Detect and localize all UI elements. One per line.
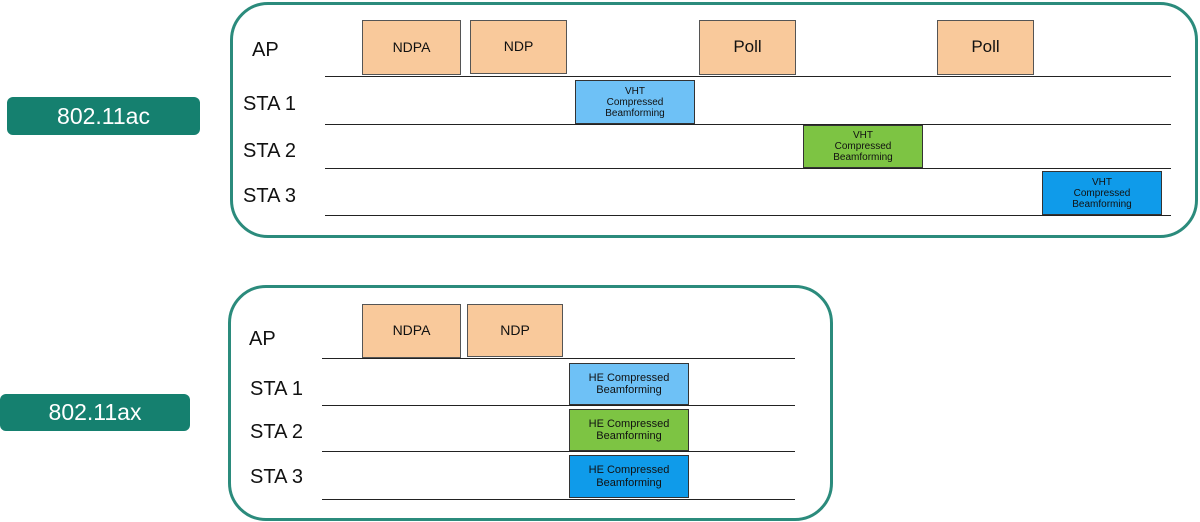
standard-tag-80211ac: 802.11ac <box>7 97 200 135</box>
row-label-sta3: STA 3 <box>243 185 296 207</box>
standard-tag-80211ax: 802.11ax <box>0 394 190 431</box>
poll-frame: Poll <box>937 20 1034 75</box>
timeline-sta2 <box>325 168 1171 169</box>
timeline-sta1 <box>325 124 1171 125</box>
he-compressed-beamforming-frame-sta2: HE Compressed Beamforming <box>569 409 689 451</box>
timeline-sta3 <box>322 499 795 500</box>
row-label-sta3: STA 3 <box>250 466 303 488</box>
timeline-sta2 <box>322 451 795 452</box>
ndpa-frame: NDPA <box>362 20 461 75</box>
ndpa-frame: NDPA <box>362 304 461 358</box>
timeline-ap <box>322 358 795 359</box>
row-label-ap: AP <box>252 39 279 61</box>
row-label-ap: AP <box>249 328 276 350</box>
vht-compressed-beamforming-frame-sta3: VHT Compressed Beamforming <box>1042 171 1162 215</box>
row-label-sta1: STA 1 <box>250 378 303 400</box>
timeline-ap <box>325 76 1171 77</box>
ndp-frame: NDP <box>470 20 567 74</box>
vht-compressed-beamforming-frame-sta2: VHT Compressed Beamforming <box>803 125 923 168</box>
ndp-frame: NDP <box>467 304 563 357</box>
row-label-sta2: STA 2 <box>250 421 303 443</box>
poll-frame: Poll <box>699 20 796 75</box>
timeline-sta1 <box>322 405 795 406</box>
timeline-sta3 <box>325 215 1171 216</box>
he-compressed-beamforming-frame-sta3: HE Compressed Beamforming <box>569 455 689 498</box>
row-label-sta2: STA 2 <box>243 140 296 162</box>
row-label-sta1: STA 1 <box>243 93 296 115</box>
he-compressed-beamforming-frame-sta1: HE Compressed Beamforming <box>569 363 689 405</box>
vht-compressed-beamforming-frame-sta1: VHT Compressed Beamforming <box>575 80 695 124</box>
